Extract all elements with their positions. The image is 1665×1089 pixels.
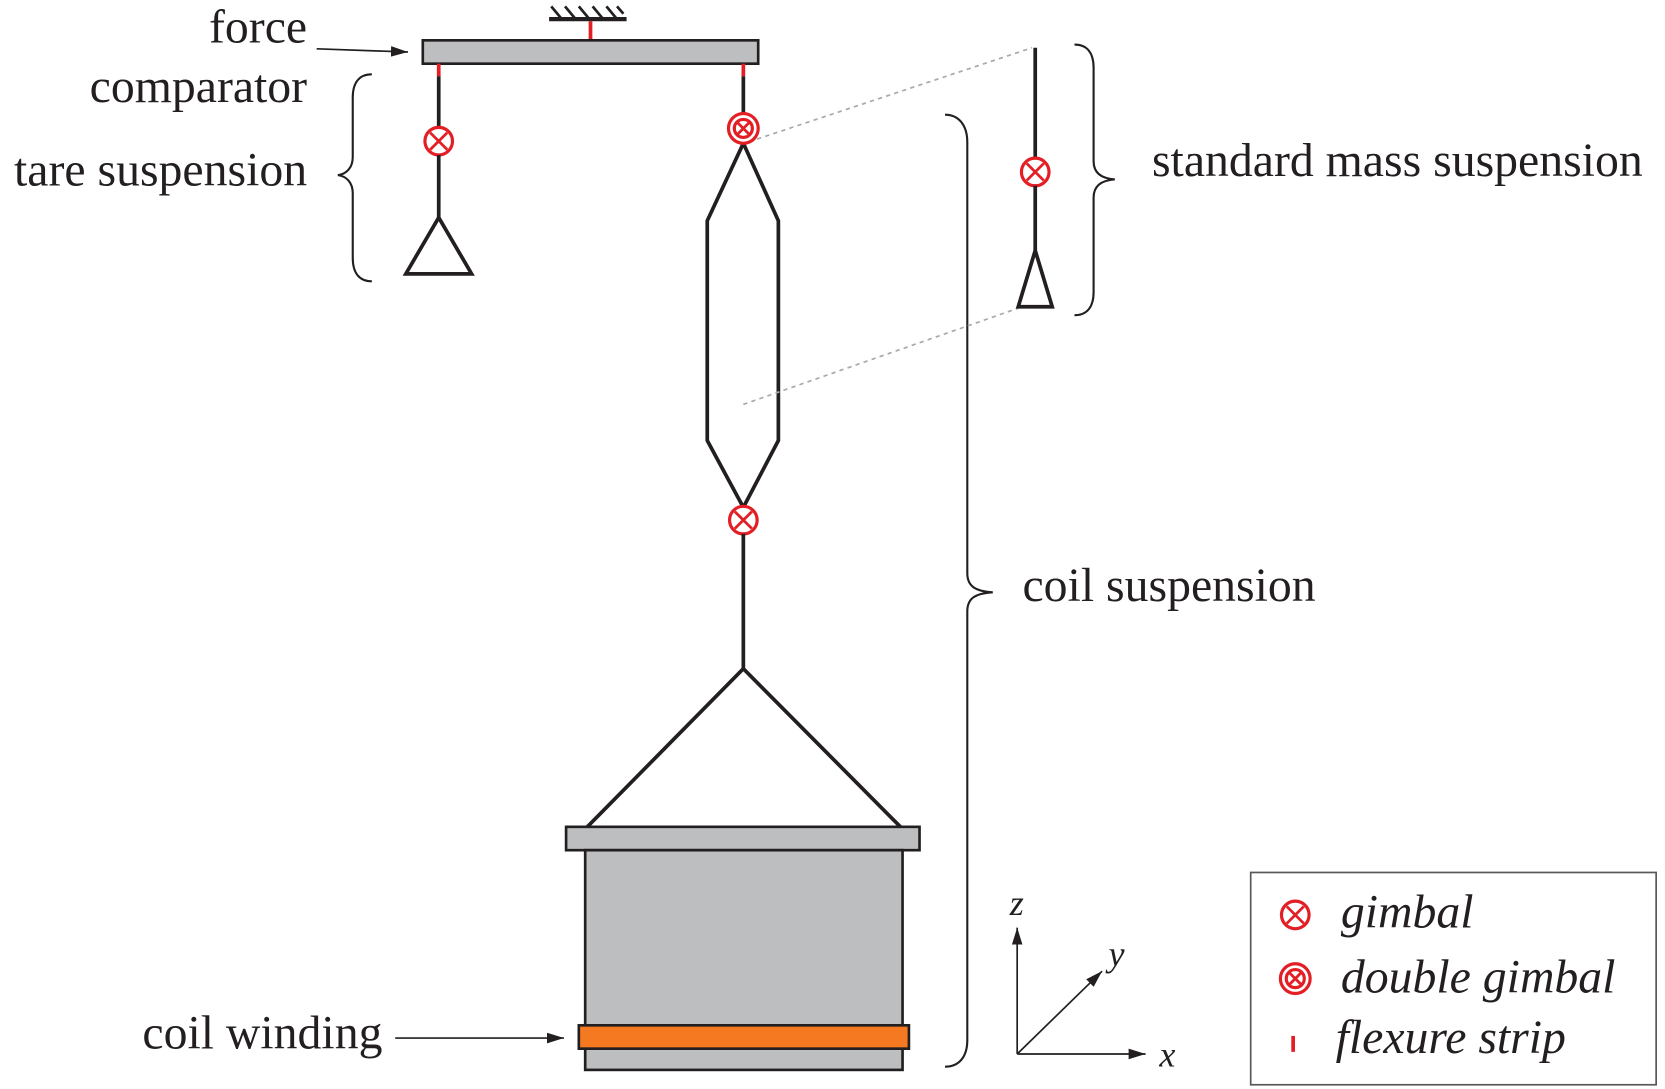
ground-hatch xyxy=(577,5,591,20)
ground-hatch xyxy=(564,5,577,20)
force-comparator-label-line1: force xyxy=(209,0,307,53)
tare-suspension-brace xyxy=(337,73,372,283)
ground-hatch xyxy=(616,5,625,15)
standard-mass-suspension-label: standard mass suspension xyxy=(1152,134,1643,187)
tare-gimbal-icon xyxy=(423,125,455,157)
ground-hatch xyxy=(591,5,605,20)
legend-double-gimbal-icon xyxy=(1278,962,1312,996)
mass-pan xyxy=(1015,244,1055,309)
coil-frame-right xyxy=(741,142,781,509)
coil-winding-label: coil winding xyxy=(142,1007,382,1060)
x-axis-label: x xyxy=(1158,1035,1175,1075)
z-axis-label: z xyxy=(1009,883,1024,923)
legend-gimbal-icon xyxy=(1279,899,1311,931)
coil-lower-gimbal-icon xyxy=(727,504,759,536)
legend-flexure-strip-label: flexure strip xyxy=(1336,1011,1566,1064)
mass-gimbal-icon xyxy=(1019,156,1051,188)
standard-mass-brace xyxy=(1074,43,1115,317)
ground-hatch xyxy=(605,5,619,20)
coil-top-plate xyxy=(564,825,921,852)
detail-guide-lower xyxy=(743,307,1020,406)
legend-box xyxy=(1249,871,1657,1086)
coil-winding-band xyxy=(577,1023,911,1050)
force-comparator-label-line2: comparator xyxy=(90,60,308,113)
coil-frame-left xyxy=(705,142,746,509)
ground-support-icon xyxy=(549,5,627,22)
y-axis-arrow xyxy=(1016,970,1103,1055)
coil-suspension-label: coil suspension xyxy=(1022,559,1315,612)
legend-gimbal-label: gimbal xyxy=(1341,886,1474,939)
force-comparator-beam xyxy=(421,39,760,66)
ground-hatch xyxy=(550,5,563,20)
legend: gimbal double gimbal flexure strip xyxy=(1249,871,1657,1086)
force-comparator-arrow xyxy=(316,46,408,57)
coil-suspension-brace xyxy=(944,113,993,1068)
coil-double-gimbal-icon xyxy=(726,111,760,145)
coil-spider-left xyxy=(585,667,745,829)
tare-pan xyxy=(402,213,475,276)
legend-double-gimbal-label: double gimbal xyxy=(1341,950,1616,1003)
coil-spider-right xyxy=(742,667,902,829)
coordinate-axes: z y x xyxy=(1009,883,1176,1075)
tare-suspension-label: tare suspension xyxy=(14,144,307,197)
y-axis-label: y xyxy=(1104,934,1125,974)
detail-guide-upper xyxy=(756,46,1033,140)
